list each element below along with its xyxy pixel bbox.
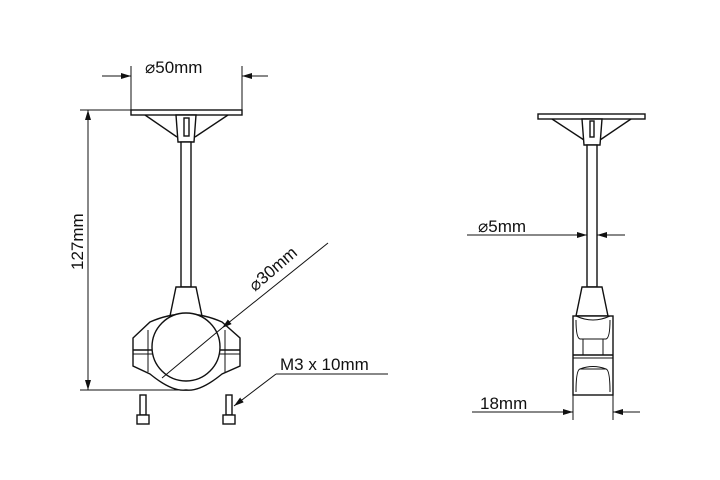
mount-plate [130,109,243,143]
screw-label: M3 x 10mm [280,355,369,374]
height-dimension: 127mm [68,109,186,391]
side-view: ⌀5mm 18mm [467,113,646,420]
plate-diameter-label: ⌀50mm [145,58,202,77]
side-clamp [572,315,614,396]
clamp [132,312,241,391]
neck [169,286,203,317]
rod [180,141,192,288]
screws [136,394,236,425]
height-label: 127mm [68,213,87,270]
screw-callout: M3 x 10mm [233,355,388,407]
side-neck [575,286,609,317]
rod-diameter-label: ⌀5mm [478,217,526,236]
front-view: ⌀50mm 127mm ⌀30mm [68,58,388,425]
clamp-width-label: 18mm [480,394,527,413]
side-mount-plate [537,113,646,146]
rod-diameter-dimension: ⌀5mm [467,217,625,238]
plate-diameter-dimension: ⌀50mm [102,58,268,110]
side-rod [586,144,598,288]
clamp-width-dimension: 18mm [472,394,640,420]
